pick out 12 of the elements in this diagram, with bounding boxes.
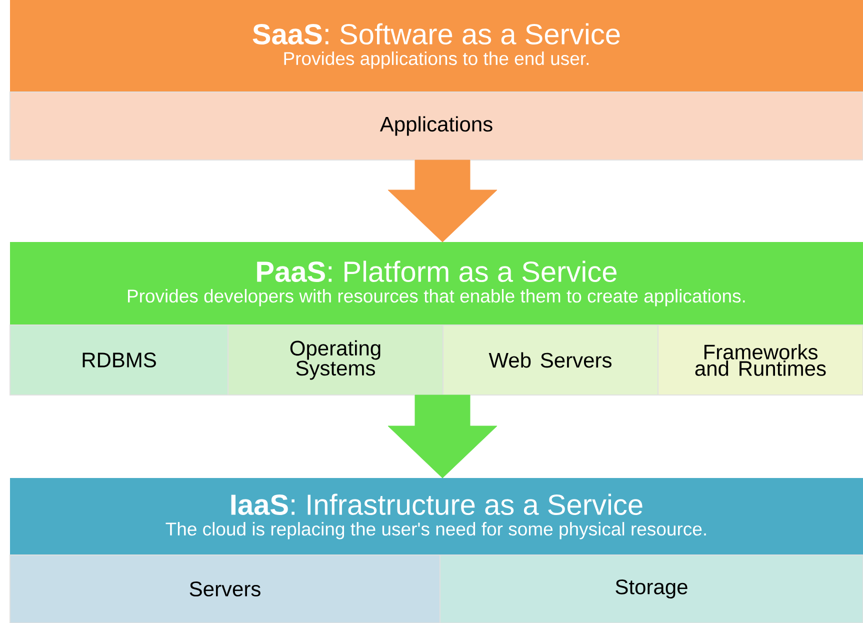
component-box: Applications bbox=[10, 92, 863, 160]
component-box: Frameworks and Runtimes bbox=[658, 324, 863, 396]
component-box: Web Servers bbox=[442, 324, 658, 396]
layer-header: IaaS: Infrastructure as a Service The cloud is replacing the user's need for some physical resource. bbox=[10, 478, 863, 555]
layer-header: SaaS: Software as a Service Provides applications to the end user. bbox=[10, 0, 863, 92]
layer-header: PaaS: Platform as a Service Provides developers with resources that enable them to create applications. bbox=[10, 242, 863, 325]
block-arrow bbox=[388, 394, 498, 478]
component-box: RDBMS bbox=[10, 324, 228, 396]
component-box: Operating Systems bbox=[228, 324, 444, 396]
component-box: Storage bbox=[440, 554, 863, 623]
block-arrow bbox=[388, 160, 498, 242]
component-box: Servers bbox=[10, 554, 440, 623]
